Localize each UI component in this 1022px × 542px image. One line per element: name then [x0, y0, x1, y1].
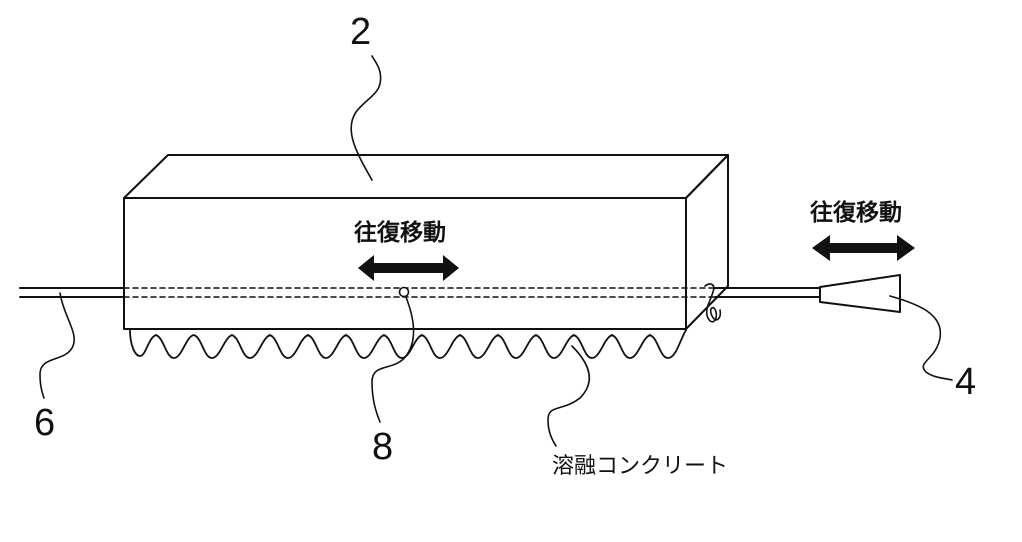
- arrow-reciprocation-inner: [358, 255, 459, 281]
- molten-concrete-label: 溶融コンクリート: [552, 454, 729, 479]
- leader-8: [371, 296, 415, 423]
- reciprocation-label-inner: 往復移動: [354, 220, 446, 246]
- leader-2: [350, 55, 382, 181]
- point-8: [398, 286, 410, 298]
- reciprocation-label-outer: 往復移動: [810, 200, 902, 226]
- ref-label-4: 4: [955, 361, 977, 403]
- ref-label-2: 2: [350, 11, 372, 53]
- arrow-reciprocation-outer: [812, 235, 915, 261]
- nozzle: [819, 274, 901, 313]
- box-front-face: [123, 197, 687, 330]
- molten-drips: [129, 329, 687, 359]
- ref-label-8: 8: [372, 426, 394, 468]
- box-right-face: [685, 154, 729, 330]
- coil: [704, 283, 722, 323]
- box-top-face: [123, 154, 729, 199]
- leader-molten: [547, 345, 590, 447]
- leader-4: [889, 295, 953, 381]
- leader-6: [39, 292, 75, 399]
- ref-label-6: 6: [34, 402, 56, 444]
